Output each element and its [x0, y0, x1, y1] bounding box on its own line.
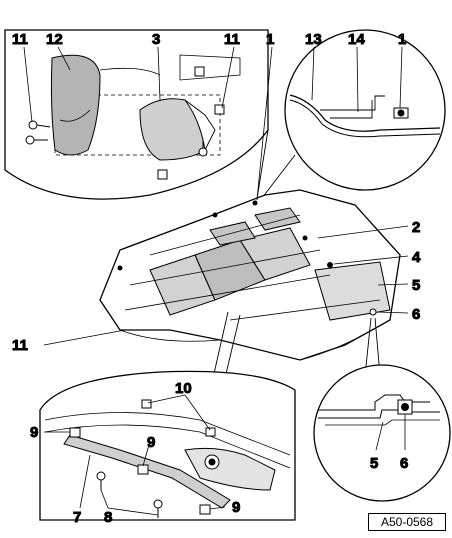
callout-5: 5	[370, 455, 378, 472]
callout-2: 2	[412, 219, 420, 236]
bolt	[198, 140, 208, 157]
clip	[69, 427, 81, 438]
detail-circle-bottom-right	[313, 364, 451, 502]
callout-9: 9	[30, 424, 38, 441]
clip	[205, 427, 216, 437]
bolt	[28, 120, 51, 130]
callout-9: 9	[232, 499, 240, 516]
nut	[194, 66, 205, 77]
underbody-shield	[43, 46, 409, 361]
bolt	[153, 499, 163, 518]
callout-6: 6	[412, 306, 420, 323]
bolt	[25, 135, 48, 145]
bolt	[96, 471, 106, 490]
callout-7: 7	[73, 509, 81, 526]
callout-5: 5	[412, 277, 420, 294]
callout-10: 10	[175, 380, 192, 397]
callout-11: 11	[12, 31, 28, 48]
callout-11: 11	[12, 337, 28, 354]
callout-1: 1	[398, 31, 406, 48]
detail-circle-top-right	[284, 29, 446, 191]
figure-reference-code: A50-0568	[368, 513, 446, 531]
callout-6: 6	[400, 455, 408, 472]
nut	[157, 169, 168, 180]
detail-circle-top-left	[4, 29, 269, 200]
clip	[137, 464, 149, 475]
callout-9: 9	[147, 434, 155, 451]
callout-8: 8	[104, 509, 112, 526]
clip	[199, 504, 211, 515]
callout-11: 11	[224, 31, 240, 48]
clip	[393, 107, 409, 119]
clip	[141, 399, 152, 409]
callout-1: 1	[266, 31, 274, 48]
callout-14: 14	[348, 31, 365, 48]
callout-13: 13	[305, 31, 322, 48]
detail-circle-bottom-left	[39, 370, 296, 521]
nut	[214, 104, 225, 115]
clip	[397, 399, 413, 415]
wheel-arch-liner	[50, 54, 101, 156]
callout-12: 12	[46, 31, 63, 48]
callout-4: 4	[412, 249, 421, 266]
callout-3: 3	[152, 31, 160, 48]
